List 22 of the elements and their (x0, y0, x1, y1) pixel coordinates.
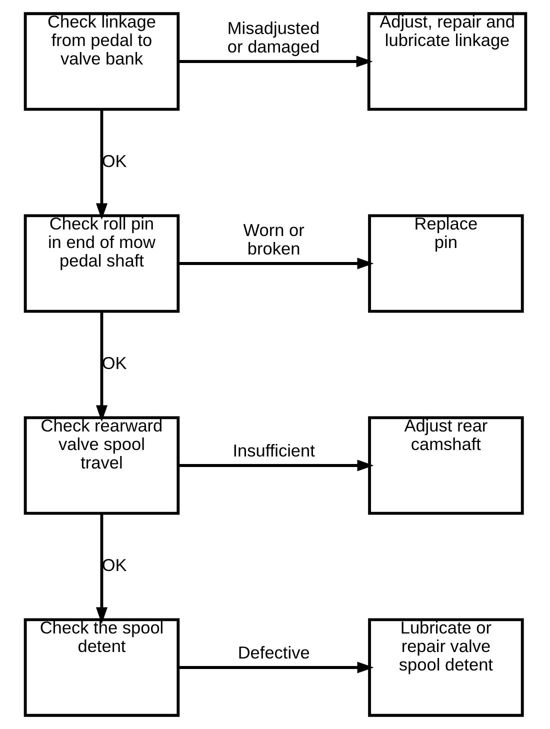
edge-label: Insufficient (232, 440, 314, 461)
arrow (95, 110, 108, 220)
edge-label: OK (101, 555, 126, 576)
edge-label: Misadjusted or damaged (226, 18, 320, 57)
arrow (95, 514, 108, 624)
node-box: Replace pin (368, 214, 524, 313)
node-box: Check rearward valve spool travel (23, 416, 180, 515)
node-box: Check the spool detent (23, 618, 180, 717)
arrow (178, 56, 372, 68)
arrow (178, 258, 374, 270)
node-box: Check roll pin in end of mow pedal shaft (23, 214, 180, 313)
node-box: Adjust rear camshaft (368, 416, 524, 515)
node-box: Lubricate or repair valve spool detent (368, 618, 524, 717)
node-box: Check linkage from pedal to valve bank (23, 12, 180, 111)
arrow (178, 662, 374, 674)
arrow (178, 460, 374, 472)
node-box: Adjust, repair and lubricate linkage (366, 12, 527, 111)
edge-label: Defective (237, 642, 310, 663)
edge-label: Worn or broken (242, 220, 304, 259)
arrow (95, 312, 108, 422)
edge-label: OK (101, 353, 126, 374)
edge-label: OK (101, 151, 126, 172)
